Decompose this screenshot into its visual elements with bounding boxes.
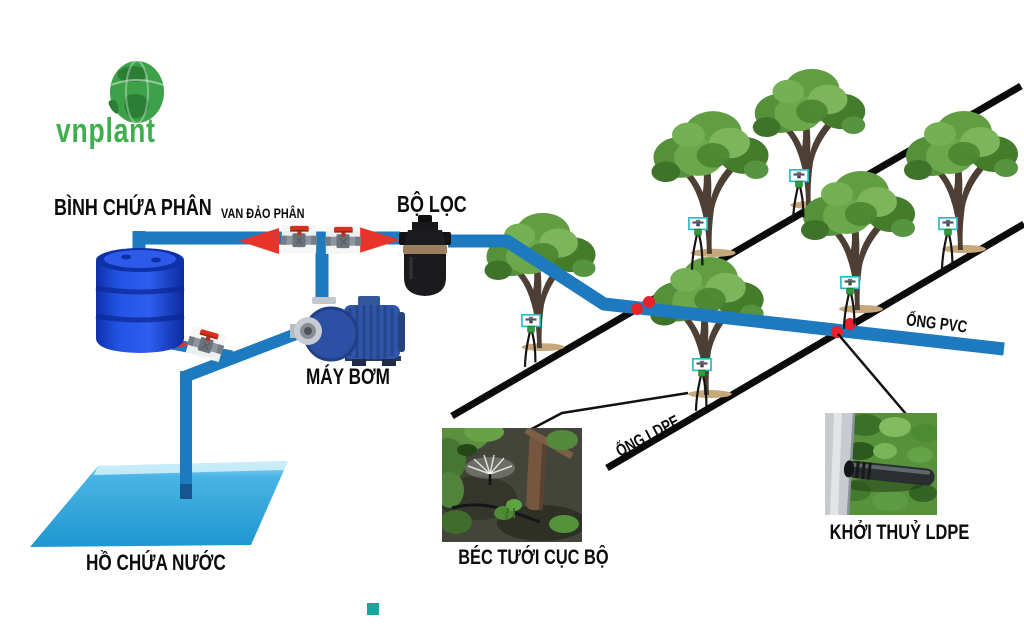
ldpe-start-photo: [825, 413, 937, 515]
tree: [904, 111, 1018, 253]
fertilizer-tank-label: BÌNH CHỨA PHÂN: [54, 194, 212, 220]
fertilizer-barrel: [95, 248, 185, 353]
local-sprinkler-photo: [442, 428, 582, 542]
ldpe-line-lower: [605, 220, 1024, 472]
tree: [650, 256, 764, 399]
filter-canister: [399, 215, 451, 296]
water-reservoir: [30, 461, 288, 547]
ball-valve-icon: [281, 224, 317, 254]
brand-text: vnplant: [56, 112, 156, 150]
arrow-right-icon: [359, 227, 400, 253]
mixing-valve-label: VAN ĐẢO PHÂN: [221, 205, 305, 221]
pump-label: MÁY BƠM: [306, 364, 390, 389]
connector-dots: [631, 296, 856, 338]
pump: [290, 296, 405, 366]
tree: [801, 171, 915, 313]
teal-marker: [367, 603, 379, 615]
globe-icon: [108, 60, 164, 124]
tree: [651, 111, 769, 257]
filter-label: BỘ LỌC: [397, 191, 467, 217]
ldpe-start-caption: KHỞI THUỶ LDPE: [829, 521, 970, 544]
photo-pointer-lines: [523, 333, 907, 435]
pvc-main-pipe: [448, 234, 1005, 356]
reservoir-label: HỒ CHỨA NƯỚC: [86, 550, 226, 575]
local-sprinkler-caption: BÉC TƯỚI CỤC BỘ: [458, 546, 609, 569]
arrow-left-icon: [239, 228, 279, 254]
ball-valve-icon: [325, 225, 361, 255]
